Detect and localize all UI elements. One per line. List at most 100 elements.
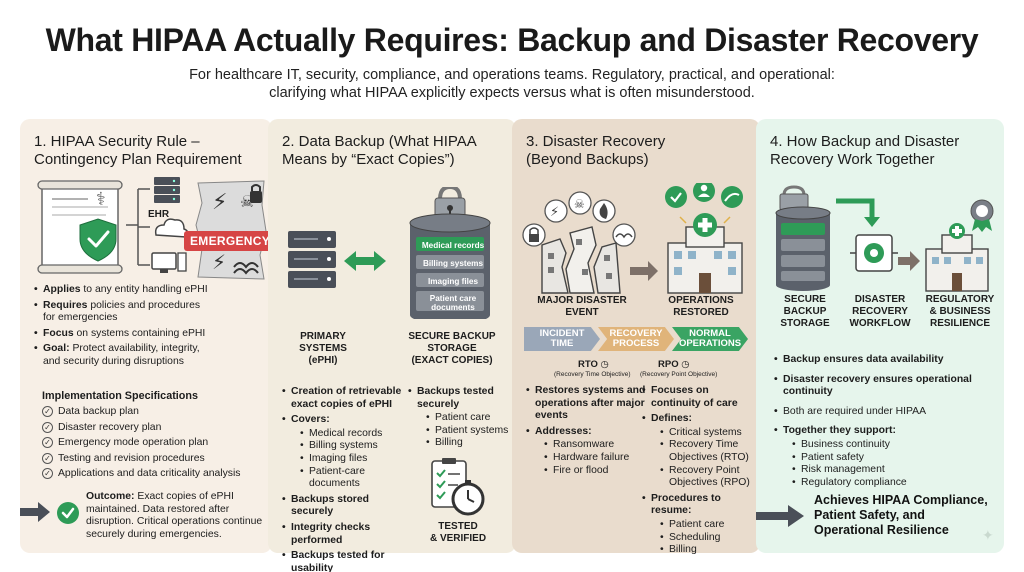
resilience-building-icon	[925, 223, 989, 292]
panel-contingency-plan: 1. HIPAA Security Rule – Contingency Pla…	[20, 119, 277, 553]
svg-text:⚡: ⚡	[212, 190, 227, 215]
dr-bullet: Addresses: Ransomware Hardware failure F…	[526, 426, 648, 477]
together-bullet: Both are required under HIPAA	[774, 406, 996, 419]
operations-restored-label: OPERATIONS RESTORED	[668, 295, 734, 318]
svg-text:⚡: ⚡	[212, 250, 226, 274]
check-circle-icon: ✓	[42, 421, 53, 433]
backup-bullet: Covers: Medical records Billing systems …	[282, 414, 410, 491]
svg-text:⚕: ⚕	[96, 189, 106, 210]
panel3-left-list: Restores systems and operations after ma…	[526, 385, 648, 480]
server-icon	[154, 177, 180, 203]
panel4-heading: 4. How Backup and Disaster Recovery Work…	[770, 133, 960, 168]
computer-icon	[151, 252, 187, 273]
recovery-workflow-icon	[850, 234, 898, 272]
dr-bullet: Restores systems and operations after ma…	[526, 385, 648, 423]
final-statement: Achieves HIPAA Compliance, Patient Safet…	[814, 493, 988, 537]
recovery-status-icons	[665, 183, 743, 208]
backup-bullet: Integrity checks performed	[282, 522, 410, 547]
backup-bullet: Backups stored securely	[282, 494, 410, 519]
panel1-bullet-2: Focus on systems containing ePHI	[34, 328, 214, 341]
dr-bullet: Procedures to resume: Patient care Sched…	[642, 493, 760, 557]
hazard-icons: ⚡ ☠	[522, 191, 636, 247]
page-title: What HIPAA Actually Requires: Backup and…	[45, 22, 979, 58]
sync-arrow-icon	[344, 251, 386, 271]
contingency-illustration: ⚕ ⚡ ☠ ⚡	[37, 177, 267, 280]
layer-billing-systems: Billing systems	[422, 259, 484, 268]
check-circle-icon: ✓	[42, 437, 53, 449]
impl-item: ✓Emergency mode operation plan	[42, 437, 262, 450]
backup-illustration	[288, 187, 491, 319]
dr-bullet: Defines: Critical systems Recovery Time …	[642, 413, 760, 490]
panel2-right-list: Backups tested securely Patient care Pat…	[408, 386, 512, 453]
impl-heading: Implementation Specifications	[42, 390, 198, 402]
outcome-arrow-icon	[20, 502, 50, 522]
tested-verified-label: TESTED & VERIFIED	[429, 521, 487, 544]
primary-systems-label: PRIMARY SYSTEMS (ePHI)	[299, 331, 347, 366]
check-circle-icon: ✓	[42, 452, 53, 464]
impl-item: ✓Data backup plan	[42, 406, 262, 419]
checklist-stopwatch-icon	[431, 458, 485, 516]
dr-bullet: Focuses on continuity of care	[642, 385, 760, 410]
panel3-heading: 3. Disaster Recovery (Beyond Backups)	[526, 133, 666, 168]
backup-bullet: Backups tested securely Patient care Pat…	[408, 386, 512, 450]
panel1-bullet-3: Goal: Protect availability, integrity, a…	[34, 343, 214, 368]
cloud-icon	[154, 218, 189, 238]
impl-list: ✓Data backup plan ✓Disaster recovery pla…	[42, 406, 262, 484]
panel-work-together: 4. How Backup and Disaster Recovery Work…	[756, 119, 1004, 553]
clock-icon: ◷	[600, 359, 609, 370]
panel1-bullet-1: Requires policies and procedures for eme…	[34, 300, 214, 325]
final-arrow-icon	[756, 505, 804, 527]
backup-storage-icon	[409, 213, 491, 319]
shield-check-icon	[79, 218, 117, 262]
svg-text:☠: ☠	[574, 197, 585, 211]
outcome-text: Outcome: Exact copies of ePHI maintained…	[86, 491, 263, 540]
together-bullet: Backup ensures data availability	[774, 354, 996, 367]
panel-disaster-recovery: 3. Disaster Recovery (Beyond Backups) ⚡ …	[512, 119, 760, 556]
rpo-label: RPO ◷	[658, 359, 690, 370]
secure-storage-icon	[775, 185, 831, 291]
svg-text:⚡: ⚡	[550, 205, 559, 220]
panel4-list: Backup ensures data availability Disaste…	[774, 354, 996, 492]
backup-bullet: Creation of retrievable exact copies of …	[282, 386, 410, 411]
panel1-heading: 1. HIPAA Security Rule – Contingency Pla…	[34, 133, 242, 168]
rpo-sub: (Recovery Point Objective)	[640, 371, 718, 378]
primary-server-icon	[288, 231, 336, 288]
emergency-graphic: ⚡ ☠ ⚡	[195, 180, 267, 280]
check-circle-icon: ✓	[42, 406, 53, 417]
page-subtitle: For healthcare IT, security, compliance,…	[189, 67, 835, 101]
hospital-restored-icon	[667, 213, 743, 294]
emergency-badge: EMERGENCY	[184, 231, 277, 251]
layer-patient-care: Patient care documents	[429, 294, 477, 312]
layer-medical-records: Medical records	[421, 241, 485, 250]
panel2-left-list: Creation of retrievable exact copies of …	[282, 386, 410, 572]
clock-icon: ◷	[681, 359, 690, 370]
panel1-bullets: Applies to any entity handling ePHI Requ…	[34, 284, 214, 372]
together-bullet: Together they support: Business continui…	[774, 425, 996, 489]
storage-label: SECURE BACKUP STORAGE (EXACT COPIES)	[408, 331, 496, 366]
impl-item: ✓Testing and revision procedures	[42, 452, 262, 466]
panel-data-backup: 2. Data Backup (What HIPAA Means by “Exa…	[268, 119, 516, 572]
impl-item: ✓Applications and data criticality analy…	[42, 468, 262, 481]
ehr-label: EHR	[148, 209, 170, 220]
damaged-building-icon	[541, 226, 621, 294]
panel3-right-list: Focuses on continuity of care Defines: C…	[642, 385, 760, 560]
rto-sub: (Recovery Time Objective)	[554, 371, 631, 378]
panel2-heading: 2. Data Backup (What HIPAA Means by “Exa…	[282, 133, 477, 168]
disaster-illustration: ⚡ ☠	[522, 183, 743, 294]
layer-imaging-files: Imaging files	[427, 277, 479, 286]
panel1-bullet-0: Applies to any entity handling ePHI	[34, 284, 214, 297]
outcome-check-icon	[57, 502, 79, 524]
rto-label: RTO ◷	[578, 359, 609, 370]
check-circle-icon: ✓	[42, 468, 53, 480]
backup-bullet: Backups tested for usability	[282, 550, 410, 572]
award-badge-icon	[970, 199, 994, 232]
together-bullet: Disaster recovery ensures operational co…	[774, 374, 996, 399]
together-illustration	[775, 185, 994, 292]
